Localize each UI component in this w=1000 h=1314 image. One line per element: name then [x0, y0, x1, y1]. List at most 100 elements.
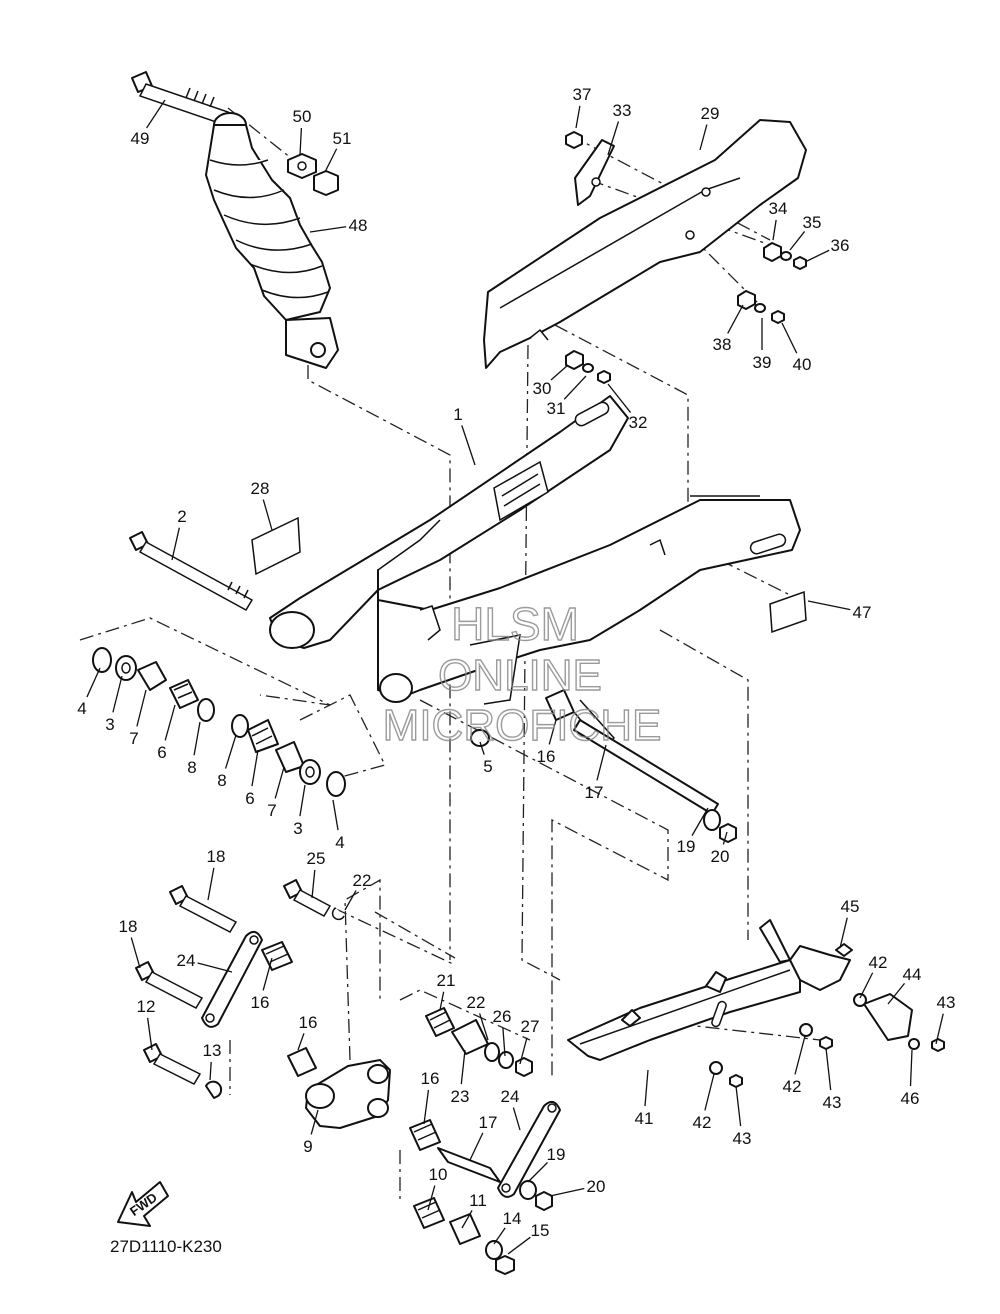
rear-suspension-linkage	[135, 879, 561, 1275]
fastener-34-36-icon	[763, 242, 807, 270]
callout-leader-c31	[563, 375, 587, 400]
watermark: HLSM ONLINE MICROFICHE	[382, 597, 662, 750]
callout-number-c17b: 17	[479, 1113, 498, 1132]
callout-number-c16b: 16	[251, 993, 270, 1012]
callout-leader-c3a	[112, 675, 123, 713]
callout-number-c33: 33	[613, 101, 632, 120]
callout-number-c43b: 43	[823, 1093, 842, 1112]
callout-leader-c18b	[130, 937, 141, 969]
callout-leader-c42c	[704, 1073, 715, 1111]
callout-number-c20b: 20	[587, 1177, 606, 1196]
callout-number-c43a: 43	[937, 993, 956, 1012]
callout-leader-c16b	[262, 957, 273, 991]
callout-number-c49: 49	[131, 129, 150, 148]
callout-number-c42a: 42	[869, 953, 888, 972]
callout-number-c26: 26	[493, 1007, 512, 1026]
callout-leader-c27	[519, 1037, 528, 1065]
callout-leader-c51	[324, 148, 338, 173]
rear-shock-absorber	[131, 71, 339, 369]
callout-number-c2: 2	[177, 507, 186, 526]
callout-number-c20a: 20	[711, 847, 730, 866]
pivot-bearings	[92, 647, 346, 797]
callout-leader-c8b	[224, 734, 237, 769]
callout-number-c15: 15	[531, 1221, 550, 1240]
callout-number-c24a: 24	[177, 951, 196, 970]
callout-leader-c17a	[596, 744, 607, 781]
callout-leader-c14	[493, 1227, 506, 1245]
callout-leader-c35	[789, 231, 806, 251]
callout-number-c42c: 42	[693, 1113, 712, 1132]
callout-number-c4a: 4	[77, 699, 86, 718]
callout-leader-c29	[699, 124, 708, 151]
callout-number-c42b: 42	[783, 1077, 802, 1096]
callout-number-c5: 5	[483, 757, 492, 776]
callout-leader-c30	[550, 364, 569, 381]
callout-leader-c38	[727, 304, 744, 334]
callout-leader-c44	[887, 982, 906, 1005]
callout-number-c16a: 16	[537, 747, 556, 766]
callout-leader-c12	[146, 1017, 153, 1051]
callout-leader-c49	[146, 99, 166, 129]
callout-number-c3b: 3	[293, 819, 302, 838]
callout-number-c7a: 7	[129, 729, 138, 748]
callout-number-c29: 29	[701, 104, 720, 123]
callout-leader-c4b	[332, 799, 339, 831]
callout-leader-c15	[507, 1236, 531, 1255]
callout-leader-c45	[839, 917, 848, 949]
chain-case-upper	[483, 119, 807, 384]
callout-leader-c17b	[469, 1132, 484, 1161]
callout-number-c47: 47	[853, 603, 872, 622]
callout-number-c9: 9	[303, 1137, 312, 1156]
nut-51-icon	[313, 170, 339, 196]
callout-number-c30: 30	[533, 379, 552, 398]
callout-leader-c47	[807, 600, 851, 611]
callout-number-c24b: 24	[501, 1087, 520, 1106]
callout-leader-c25	[311, 869, 316, 899]
fastener-30-32-icon	[565, 350, 611, 384]
callout-leader-c24b	[512, 1107, 521, 1131]
callout-leader-c37	[575, 105, 581, 129]
callout-leader-c4a	[86, 667, 101, 698]
callout-leader-c32	[607, 383, 632, 413]
callout-leader-c18a	[207, 867, 215, 901]
callout-number-c14: 14	[503, 1209, 522, 1228]
callout-number-c12: 12	[137, 997, 156, 1016]
callout-leader-c24a	[197, 962, 233, 973]
callout-leader-c34	[772, 219, 777, 241]
callout-number-c22a: 22	[353, 871, 372, 890]
callout-leader-c16d	[423, 1089, 430, 1125]
callout-number-c21: 21	[437, 971, 456, 990]
callout-number-c13: 13	[203, 1041, 222, 1060]
watermark-line-1: HLSM	[451, 598, 579, 650]
callout-leader-c13	[209, 1061, 212, 1081]
callout-leader-c3b	[299, 784, 306, 817]
callout-leader-c5	[479, 741, 485, 755]
callout-leader-c40	[781, 322, 798, 354]
callout-number-c48: 48	[349, 216, 368, 235]
callout-leader-c16c	[297, 1033, 305, 1051]
callout-leader-c2	[171, 527, 180, 561]
callout-number-c36: 36	[831, 236, 850, 255]
callout-number-c45: 45	[841, 897, 860, 916]
callout-number-c37: 37	[573, 85, 592, 104]
nut-50-icon	[287, 153, 317, 179]
callout-leader-c22a	[344, 890, 357, 911]
callout-number-c4b: 4	[335, 833, 344, 852]
callout-number-c18a: 18	[207, 847, 226, 866]
callout-leader-c20a	[722, 831, 728, 845]
label-plate-28	[251, 516, 301, 576]
callout-leader-c22b	[478, 1013, 489, 1041]
callout-number-c50: 50	[293, 107, 312, 126]
callout-leader-c19a	[691, 807, 709, 836]
callout-number-c32: 32	[629, 413, 648, 432]
callout-leader-c8a	[193, 721, 201, 756]
callout-leader-c50	[299, 127, 303, 156]
callout-number-c28: 28	[251, 479, 270, 498]
watermark-line-2: ONLINE	[438, 651, 602, 700]
callout-number-c19a: 19	[677, 837, 696, 856]
callout-leader-c43c	[735, 1085, 742, 1127]
callout-number-c16c: 16	[299, 1013, 318, 1032]
callout-number-c1: 1	[453, 405, 462, 424]
diagram-code: 27D1110-K230	[110, 1237, 222, 1256]
